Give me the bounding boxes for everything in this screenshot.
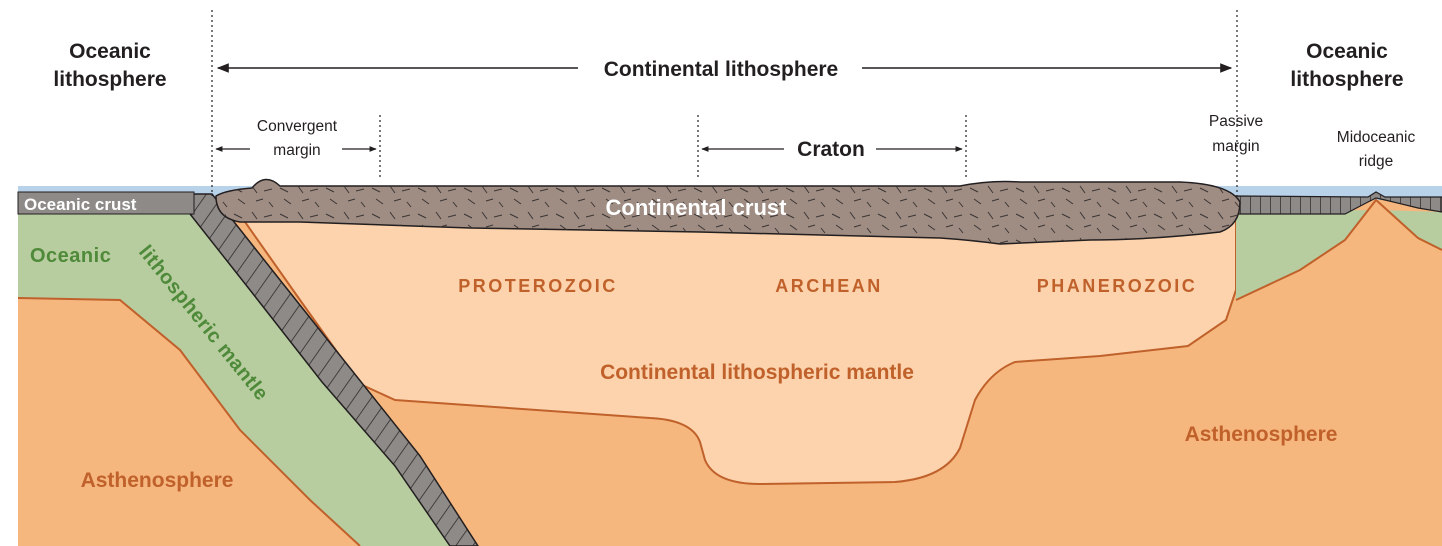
convergent-margin-label-line2: margin	[273, 142, 320, 159]
oceanic-lithosphere-left-line2: lithosphere	[53, 68, 166, 91]
craton-label: Craton	[797, 138, 865, 161]
continental-lithosphere-label: Continental lithosphere	[604, 58, 839, 81]
continental-lithospheric-mantle-label: Continental lithospheric mantle	[600, 361, 914, 384]
oceanic-lithospheric-mantle-label: Oceanic	[30, 245, 111, 267]
oceanic-lithosphere-left-line1: Oceanic	[69, 40, 151, 63]
oceanic-lithosphere-right-line2: lithosphere	[1290, 68, 1403, 91]
asthenosphere-left-label: Asthenosphere	[81, 469, 234, 492]
asthenosphere-right-label: Asthenosphere	[1185, 423, 1338, 446]
archean-label: ARCHEAN	[775, 276, 883, 296]
oceanic-crust-label: Oceanic crust	[24, 195, 137, 214]
oceanic-lithosphere-right-line1: Oceanic	[1306, 40, 1388, 63]
passive-margin-label-line2: margin	[1212, 138, 1259, 155]
phanerozoic-label: PHANEROZOIC	[1037, 276, 1198, 296]
midoceanic-ridge-label-line1: Midoceanic	[1337, 129, 1416, 146]
continental-crust-label: Continental crust	[606, 195, 788, 220]
convergent-margin-label-line1: Convergent	[257, 118, 338, 135]
midoceanic-ridge-label-line2: ridge	[1359, 153, 1393, 170]
proterozoic-label: PROTEROZOIC	[458, 276, 618, 296]
passive-margin-label-line1: Passive	[1209, 113, 1263, 130]
